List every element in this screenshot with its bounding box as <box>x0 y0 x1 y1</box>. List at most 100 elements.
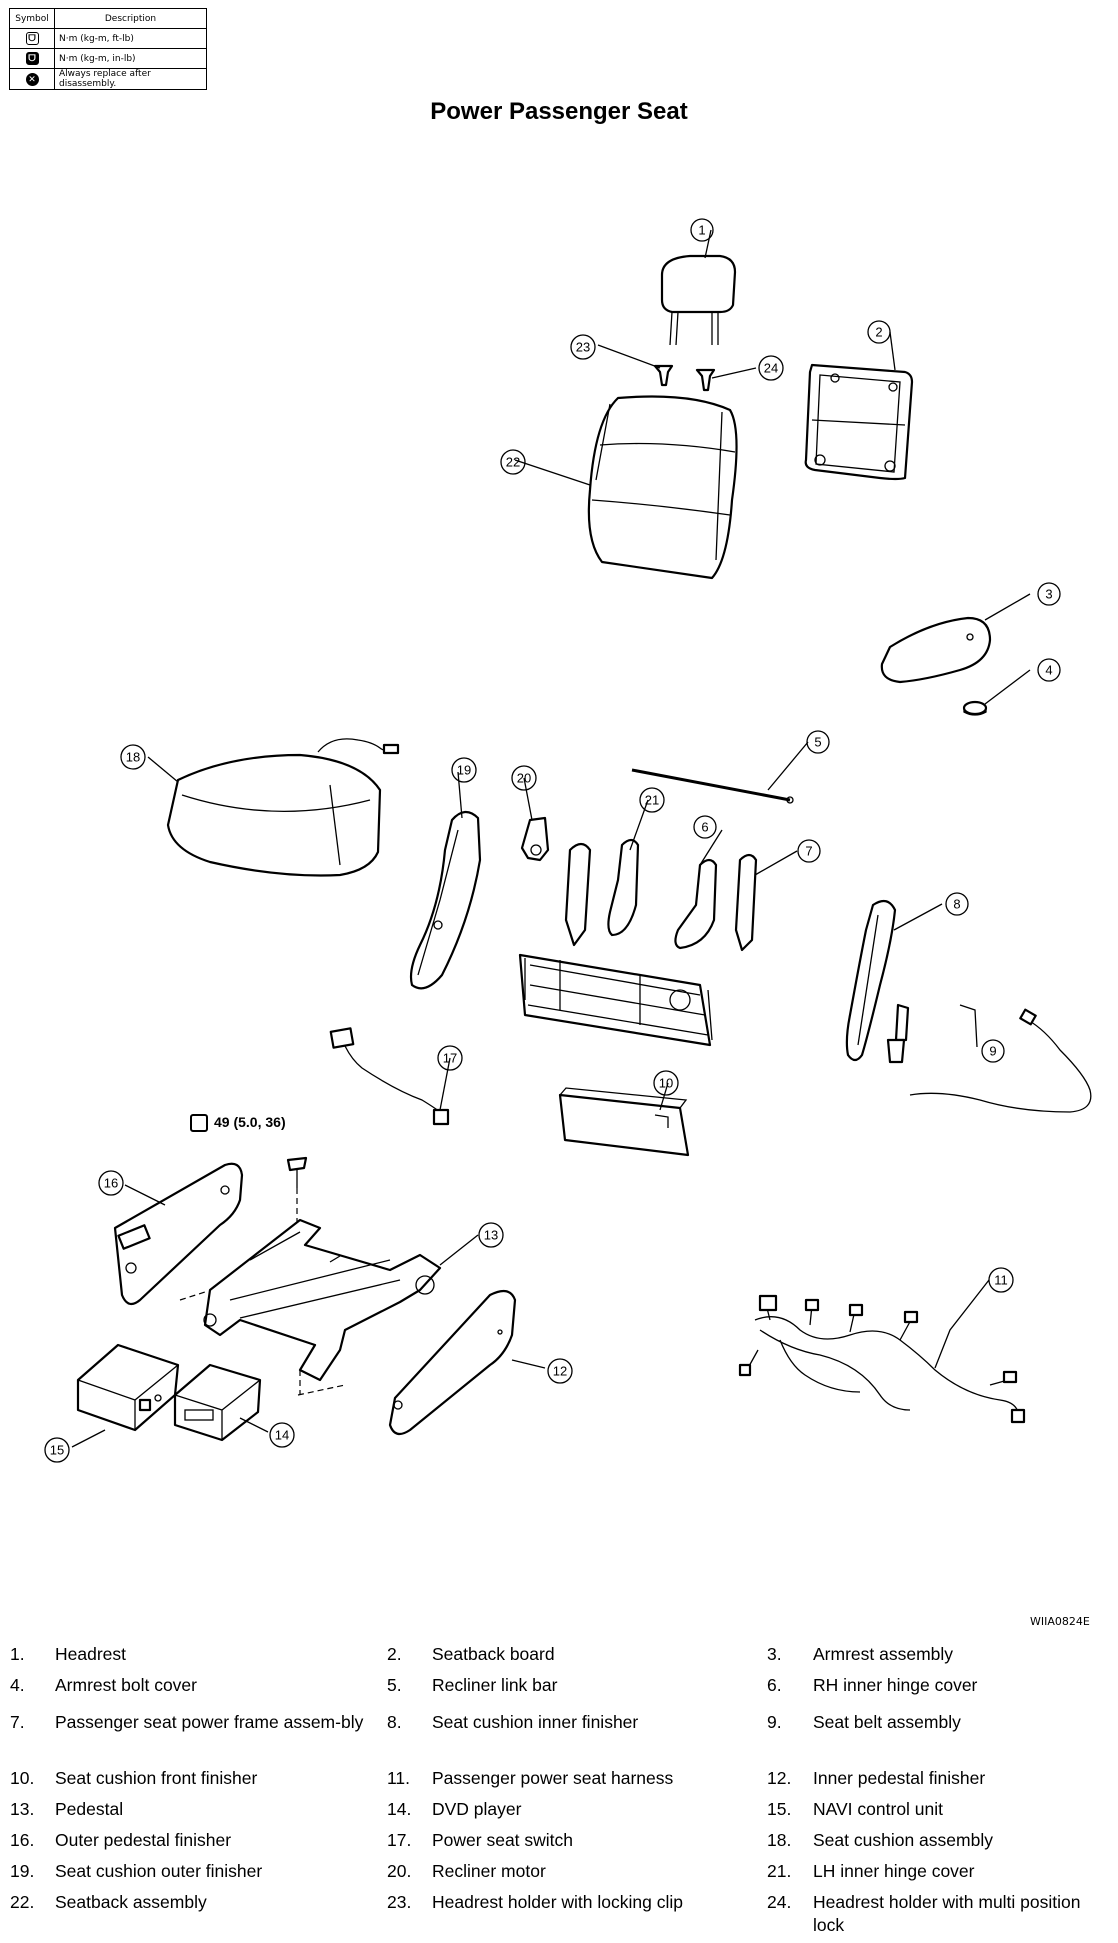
callout-3: 3 <box>1037 582 1061 606</box>
legend-text: Headrest holder with multi position lock <box>813 1892 1081 1935</box>
svg-text:11: 11 <box>994 1273 1008 1288</box>
legend-text: Seatback assembly <box>55 1892 207 1912</box>
callout-8: 8 <box>945 892 969 916</box>
svg-text:10: 10 <box>659 1076 673 1091</box>
svg-text:15: 15 <box>50 1443 64 1458</box>
legend-text: Seatback board <box>432 1644 555 1664</box>
legend-number: 6. <box>767 1675 782 1695</box>
callout-22: 22 <box>500 449 526 475</box>
callout-14: 14 <box>269 1422 295 1448</box>
symbol-row: ✕ Always replace after disassembly. <box>9 68 207 90</box>
legend-number: 18. <box>767 1830 792 1850</box>
dvd-player-part <box>173 1363 262 1442</box>
legend-text: RH inner hinge cover <box>813 1675 978 1695</box>
torque-spec: 49 (5.0, 36) <box>190 1114 286 1133</box>
legend-number: 11. <box>387 1768 411 1788</box>
callout-20: 20 <box>511 765 537 791</box>
legend-text: Passenger seat power frame assem-bly <box>55 1712 364 1732</box>
symbol-row: ᗜ N·m (kg-m, ft-lb) <box>9 28 207 49</box>
passenger-power-seat-harness-part <box>738 1294 1026 1424</box>
callouts: 1 2 3 4 5 6 7 8 9 10 11 12 13 14 15 16 1… <box>44 218 1061 1463</box>
svg-text:4: 4 <box>1045 663 1052 678</box>
callout-18: 18 <box>120 744 146 770</box>
leader-lines <box>71 229 1031 1448</box>
callout-11: 11 <box>988 1267 1014 1293</box>
outer-pedestal-finisher-part <box>113 1162 244 1306</box>
legend-number: 5. <box>387 1675 402 1695</box>
legend-text: Armrest assembly <box>813 1644 954 1664</box>
legend-text: LH inner hinge cover <box>813 1861 975 1881</box>
callout-1: 1 <box>690 218 714 242</box>
svg-text:16: 16 <box>104 1176 118 1191</box>
pedestal-part <box>179 1218 442 1396</box>
symbol-table: Symbol Description ᗜ N·m (kg-m, ft-lb) ᗜ… <box>9 8 207 90</box>
legend-text: Recliner link bar <box>432 1675 558 1695</box>
svg-text:17: 17 <box>443 1051 457 1066</box>
callout-13: 13 <box>478 1222 504 1248</box>
svg-text:18: 18 <box>126 750 140 765</box>
svg-text:24: 24 <box>764 361 778 376</box>
headrest-holder-multi-position-part <box>695 368 716 392</box>
callout-21: 21 <box>639 787 665 813</box>
torque-nm-icon <box>190 1114 208 1133</box>
legend-number: 1. <box>10 1644 25 1664</box>
svg-text:7: 7 <box>805 844 812 859</box>
legend-number: 14. <box>387 1799 412 1819</box>
legend-text: Outer pedestal finisher <box>55 1830 232 1850</box>
callout-10: 10 <box>653 1070 679 1096</box>
legend-text: Passenger power seat harness <box>432 1768 674 1788</box>
legend-number: 2. <box>387 1644 402 1664</box>
headrest-part <box>660 254 737 346</box>
svg-text:8: 8 <box>953 897 960 912</box>
seat-belt-assembly-part <box>886 1003 1092 1113</box>
callout-4: 4 <box>1037 658 1061 682</box>
svg-text:5: 5 <box>814 735 821 750</box>
legend-number: 8. <box>387 1712 402 1732</box>
headrest-holder-locking-clip-part <box>653 364 674 387</box>
legend-number: 4. <box>10 1675 25 1695</box>
torque-nm-inlb-icon: ᗜ <box>25 52 39 65</box>
always-replace-icon: ✕ <box>25 72 39 86</box>
legend-number: 3. <box>767 1644 782 1664</box>
seatback-assembly-part <box>587 395 738 580</box>
legend-number: 24. <box>767 1892 792 1912</box>
seat-cushion-front-finisher-part <box>558 1087 690 1157</box>
callout-2: 2 <box>867 320 891 344</box>
symbol-description: Always replace after disassembly. <box>54 68 207 90</box>
legend-number: 15. <box>767 1799 792 1819</box>
legend-text: Seat cushion assembly <box>813 1830 993 1850</box>
svg-text:19: 19 <box>457 763 471 778</box>
legend-text: Pedestal <box>55 1799 124 1819</box>
seat-cushion-inner-finisher-part <box>845 899 897 1062</box>
callout-5: 5 <box>806 730 830 754</box>
svg-text:3: 3 <box>1045 587 1052 602</box>
legend-text: Inner pedestal finisher <box>813 1768 986 1788</box>
legend-text: Power seat switch <box>432 1830 574 1850</box>
svg-text:6: 6 <box>701 820 708 835</box>
callout-16: 16 <box>98 1170 124 1196</box>
recliner-link-bar-part <box>631 768 794 804</box>
torque-nm-icon: ᗜ <box>25 32 39 45</box>
callout-12: 12 <box>547 1358 573 1384</box>
passenger-seat-power-frame-part <box>518 842 758 1047</box>
seatback-board-part <box>804 363 914 481</box>
callout-23: 23 <box>570 334 596 360</box>
legend-number: 20. <box>387 1861 412 1881</box>
legend-number: 12. <box>767 1768 792 1788</box>
legend-number: 16. <box>10 1830 35 1850</box>
rh-inner-hinge-cover-part <box>674 858 718 950</box>
svg-text:1: 1 <box>698 223 705 238</box>
seat-cushion-outer-finisher-part <box>409 810 482 990</box>
page-title: Power Passenger Seat <box>430 98 688 125</box>
navi-control-unit-part <box>76 1343 180 1432</box>
svg-text:23: 23 <box>576 340 590 355</box>
symbol-table-header: Symbol Description <box>9 8 207 29</box>
armrest-bolt-cover-part <box>962 700 988 716</box>
svg-text:20: 20 <box>517 771 531 786</box>
legend-number: 7. <box>10 1712 25 1732</box>
legend-text: Seat cushion outer finisher <box>55 1861 263 1881</box>
legend-number: 23. <box>387 1892 412 1912</box>
inner-pedestal-finisher-part <box>388 1289 517 1436</box>
legend-number: 17. <box>387 1830 412 1850</box>
legend-number: 13. <box>10 1799 35 1819</box>
